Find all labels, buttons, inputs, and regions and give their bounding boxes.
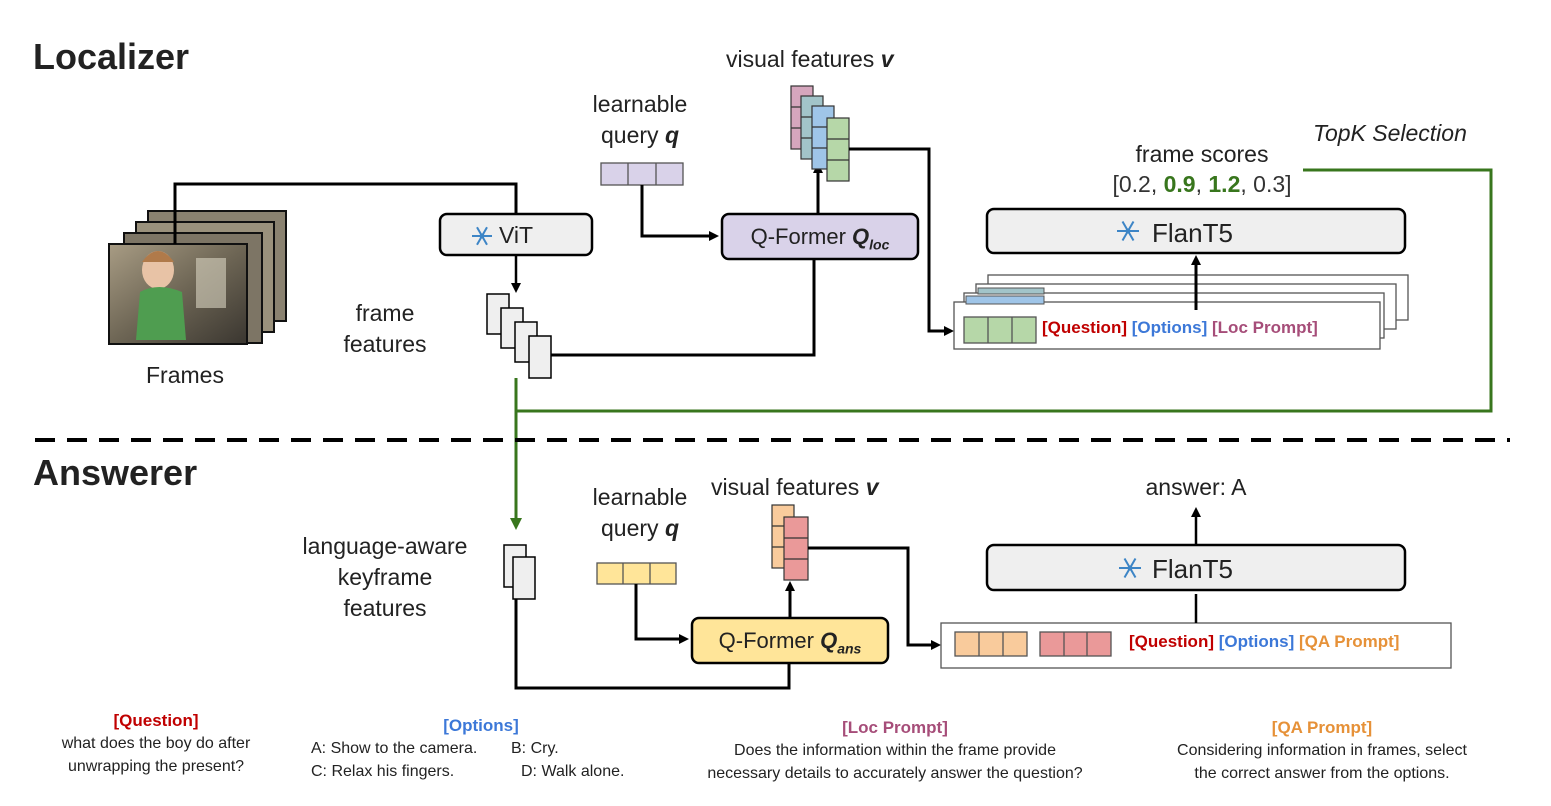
visual-features-loc [790, 85, 850, 182]
topk-selection-path [510, 168, 1493, 530]
loc-input-stack [953, 274, 1409, 350]
snowflake-icon [1119, 557, 1141, 579]
frame-features-stack [486, 293, 552, 379]
qformer-loc-label: Q-Former Qloc [750, 224, 890, 253]
frame-scores-values: [0.2, 0.9, 1.2, 0.3] [1112, 171, 1292, 197]
legend-loc-prompt: [Loc Prompt] Does the information within… [707, 718, 1083, 782]
visual-features-ans-label: visual features v [711, 474, 879, 500]
legend-question: [Question] what does the boy do after un… [61, 711, 251, 775]
localizer-title: Localizer [33, 36, 190, 77]
keyframe-features-label: language-aware keyframe features [302, 533, 468, 621]
loc-input-tags: [Question] [Options] [Loc Prompt] [1042, 318, 1318, 337]
learnable-query-loc-label: learnable query q [592, 91, 688, 148]
qformer-ans-label: Q-Former Qans [718, 628, 862, 657]
snowflake-icon [472, 226, 492, 246]
video-frames-stack [108, 210, 287, 345]
flant5-ans-label: FlanT5 [1152, 554, 1233, 584]
frame-scores-label: frame scores [1135, 141, 1269, 167]
topk-selection-label: TopK Selection [1313, 120, 1467, 146]
learnable-query-ans [596, 562, 677, 585]
snowflake-icon [1117, 220, 1139, 242]
visual-features-loc-label: visual features v [726, 46, 894, 72]
frames-label: Frames [146, 362, 224, 388]
frame-features-label: frame features [343, 300, 427, 357]
vit-label: ViT [499, 222, 534, 248]
ans-input-card [940, 622, 1452, 669]
qformer-loc-box [720, 212, 920, 261]
ans-input-tags: [Question] [Options] [QA Prompt] [1129, 632, 1400, 651]
keyframe-features-stack [503, 544, 536, 600]
flant5-loc-box [985, 207, 1407, 255]
flant5-loc-label: FlanT5 [1152, 218, 1233, 248]
answer-label: answer: A [1145, 474, 1247, 500]
learnable-query-loc [600, 162, 684, 186]
legend-options: [Options] A: Show to the camera.B: Cry. … [311, 716, 625, 780]
answerer-title: Answerer [33, 452, 198, 493]
legend-qa-prompt: [QA Prompt] Considering information in f… [1177, 718, 1467, 782]
learnable-query-ans-label: learnable query q [592, 484, 688, 541]
visual-features-ans [771, 504, 809, 581]
